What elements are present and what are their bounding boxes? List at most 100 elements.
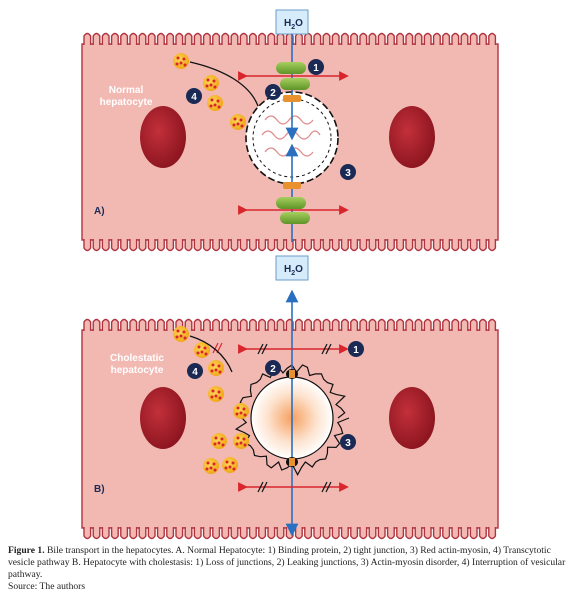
microvillus [294, 527, 303, 540]
svg-text:2: 2 [270, 364, 276, 375]
water-box-b: H2O [275, 255, 309, 281]
microvillus [166, 318, 175, 331]
microvillus [120, 318, 129, 331]
microvillus [359, 318, 368, 331]
microvillus [138, 318, 147, 331]
microvillus [101, 32, 110, 45]
svg-text:H2O: H2O [284, 18, 303, 31]
microvillus [156, 32, 165, 45]
microvillus [156, 318, 165, 331]
microvillus [488, 527, 497, 540]
panel-b: H2O Cholestatic hepatocyte B) 1 2 3 4 [81, 255, 499, 540]
microvillus [110, 239, 119, 252]
marker-1-a: 1 [308, 59, 324, 75]
nucleus-left-a [140, 106, 186, 168]
microvillus [451, 318, 460, 331]
microvillus [101, 527, 110, 540]
microvillus [294, 239, 303, 252]
microvillus [386, 318, 395, 331]
svg-text:3: 3 [345, 168, 351, 179]
marker-4-b: 4 [187, 363, 203, 379]
microvillus [451, 239, 460, 252]
vesicle [173, 326, 189, 342]
figure-caption: Figure 1. Bile transport in the hepatocy… [8, 545, 574, 593]
microvillus [377, 527, 386, 540]
microvillus [396, 318, 405, 331]
microvillus [92, 239, 101, 252]
microvillus [304, 527, 313, 540]
microvillus [120, 239, 129, 252]
microvillus [478, 32, 487, 45]
microvillus [147, 318, 156, 331]
svg-text:1: 1 [313, 63, 319, 74]
microvillus [129, 318, 138, 331]
microvillus [230, 527, 239, 540]
microvillus [451, 32, 460, 45]
microvillus [258, 239, 267, 252]
microvillus [147, 239, 156, 252]
microvillus [469, 527, 478, 540]
microvillus [414, 32, 423, 45]
microvillus [451, 527, 460, 540]
vesicle [208, 386, 224, 402]
microvillus [193, 527, 202, 540]
microvillus [488, 32, 497, 45]
microvillus [294, 318, 303, 331]
microvillus [202, 32, 211, 45]
microvillus [340, 527, 349, 540]
microvillus [221, 32, 230, 45]
microvillus [377, 318, 386, 331]
microvillus [359, 527, 368, 540]
nucleus-right-b [389, 387, 435, 449]
microvillus [110, 318, 119, 331]
microvillus [350, 239, 359, 252]
microvillus [258, 32, 267, 45]
microvillus [184, 32, 193, 45]
microvillus [396, 32, 405, 45]
microvillus [83, 527, 92, 540]
microvillus [350, 318, 359, 331]
microvillus [432, 527, 441, 540]
vesicle-path-a [189, 61, 259, 107]
microvillus [212, 32, 221, 45]
svg-text:H2O: H2O [284, 264, 303, 277]
microvillus [405, 32, 414, 45]
microvillus [331, 318, 340, 331]
microvillus [405, 239, 414, 252]
microvillus [193, 239, 202, 252]
microvillus [83, 239, 92, 252]
binding-protein-top-a [276, 62, 310, 90]
microvillus [322, 239, 331, 252]
microvillus [460, 32, 469, 45]
microvillus [230, 239, 239, 252]
microvillus [267, 318, 276, 331]
microvillus [184, 239, 193, 252]
microvillus [248, 239, 257, 252]
microvillus [414, 527, 423, 540]
microvillus [432, 32, 441, 45]
marker-3-a: 3 [340, 164, 356, 180]
microvillus [276, 239, 285, 252]
vesicle-group-a [173, 53, 246, 130]
microvillus [129, 32, 138, 45]
microvillus [184, 318, 193, 331]
microvillus [386, 527, 395, 540]
microvillus [258, 318, 267, 331]
microvillus [423, 32, 432, 45]
vesicle [194, 342, 210, 358]
microvillus [166, 527, 175, 540]
microvillus [460, 527, 469, 540]
microvillus [478, 318, 487, 331]
svg-text:4: 4 [192, 367, 198, 378]
microvillus [248, 318, 257, 331]
leaking-junction-bottom-b [286, 457, 298, 467]
microvillus [488, 318, 497, 331]
microvillus [184, 527, 193, 540]
microvillus [377, 32, 386, 45]
microvillus [386, 32, 395, 45]
svg-text:4: 4 [191, 92, 197, 103]
microvillus [221, 527, 230, 540]
microvillus [414, 318, 423, 331]
microvillus [92, 32, 101, 45]
microvillus [331, 527, 340, 540]
